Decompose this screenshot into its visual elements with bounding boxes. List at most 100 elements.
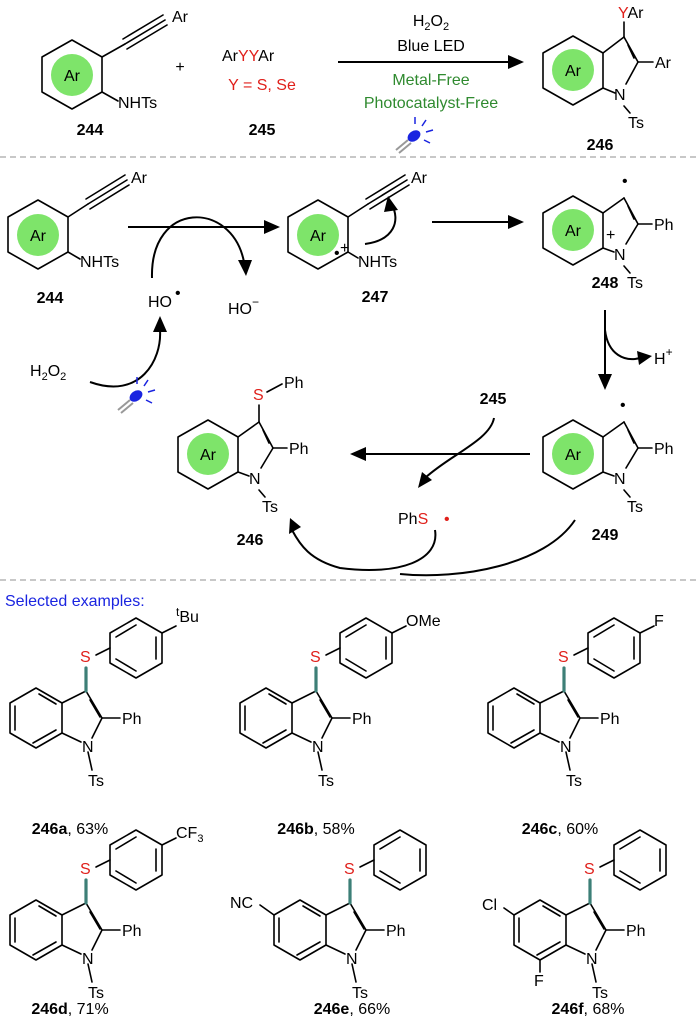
- svg-text:H2O2: H2O2: [413, 13, 449, 33]
- svg-text:S: S: [310, 649, 321, 666]
- example-246b: S OMe Ph N Ts 246b, 58%: [239, 613, 441, 838]
- svg-text:HO−: HO−: [228, 295, 259, 318]
- svg-text:S: S: [584, 861, 595, 878]
- svg-text:245: 245: [480, 391, 507, 408]
- reaction-arrow-conditions: H2O2 Blue LED Metal-Free Photocatalyst-F…: [338, 13, 524, 154]
- svg-text:S: S: [558, 649, 569, 666]
- svg-text:246c, 60%: 246c, 60%: [522, 821, 599, 838]
- svg-text:S: S: [80, 861, 91, 878]
- svg-text:•: •: [334, 245, 340, 262]
- svg-text:Ph: Ph: [122, 923, 142, 940]
- svg-text:CF3: CF3: [176, 825, 203, 845]
- svg-text:Ar: Ar: [411, 170, 428, 187]
- svg-text:Ts: Ts: [88, 985, 104, 1002]
- example-246a: S tBu Ph N Ts 246a, 63%: [9, 605, 199, 838]
- svg-text:NHTs: NHTs: [358, 254, 397, 271]
- svg-text:Ph: Ph: [626, 923, 646, 940]
- mechanism: Ar Ar NHTs 244 HO • HO− H2O2 Ar: [7, 170, 674, 577]
- mech-246: Ar S Ph Ph N Ts 246: [177, 375, 309, 549]
- example-246c: S F Ph N Ts 246c, 60%: [487, 613, 664, 838]
- svg-text:S: S: [80, 649, 91, 666]
- svg-text:246e, 66%: 246e, 66%: [314, 1001, 391, 1018]
- svg-text:•: •: [622, 173, 628, 190]
- svg-text:YAr: YAr: [618, 5, 644, 22]
- svg-text:246a, 63%: 246a, 63%: [32, 821, 109, 838]
- svg-text:244: 244: [77, 122, 104, 139]
- svg-text:Ph: Ph: [654, 217, 674, 234]
- svg-text:246f, 68%: 246f, 68%: [552, 1001, 625, 1018]
- svg-text:Photocatalyst-Free: Photocatalyst-Free: [364, 95, 498, 112]
- svg-text:Ph: Ph: [284, 375, 304, 392]
- svg-text:Ar: Ar: [565, 223, 582, 240]
- example-246d: S CF3 Ph N Ts 246d, 71%: [9, 825, 203, 1018]
- svg-text:Ph: Ph: [386, 923, 406, 940]
- svg-text:Ar: Ar: [172, 9, 189, 26]
- svg-text:Ph: Ph: [654, 441, 674, 458]
- svg-text:Ar: Ar: [30, 228, 47, 245]
- svg-text:246d, 71%: 246d, 71%: [31, 1001, 108, 1018]
- svg-text:N: N: [82, 739, 94, 756]
- svg-text:Ar: Ar: [565, 63, 582, 80]
- mech-244: Ar Ar NHTs 244: [7, 170, 148, 307]
- svg-text:244: 244: [37, 290, 64, 307]
- svg-text:Ts: Ts: [352, 985, 368, 1002]
- mech-249: Ar • Ph N Ts 249: [542, 397, 674, 544]
- svg-text:N: N: [614, 471, 626, 488]
- svg-text:F: F: [534, 973, 544, 990]
- svg-text:246: 246: [587, 137, 614, 154]
- svg-text:•: •: [175, 285, 181, 302]
- mech-248: Ar • + Ph N Ts 248: [542, 173, 674, 292]
- svg-text:Y = S, Se: Y = S, Se: [228, 77, 296, 94]
- product-246: Ar YAr Ar N Ts 246: [542, 5, 672, 154]
- svg-text:N: N: [614, 247, 626, 264]
- svg-text:Ph: Ph: [289, 441, 309, 458]
- svg-text:Ph: Ph: [122, 711, 142, 728]
- svg-text:246: 246: [237, 532, 264, 549]
- svg-text:Ts: Ts: [627, 499, 643, 516]
- svg-text:Ts: Ts: [262, 499, 278, 516]
- svg-text:H+: H+: [654, 345, 673, 368]
- svg-text:•: •: [444, 511, 450, 528]
- svg-text:F: F: [654, 613, 664, 630]
- svg-text:NHTs: NHTs: [118, 95, 157, 112]
- svg-text:Ph: Ph: [600, 711, 620, 728]
- svg-text:Cl: Cl: [482, 897, 497, 914]
- svg-text:S: S: [344, 861, 355, 878]
- substrate-244: Ar Ar NHTs 244: [41, 9, 189, 139]
- svg-text:NHTs: NHTs: [80, 254, 119, 271]
- svg-text:N: N: [586, 951, 598, 968]
- svg-text:249: 249: [592, 527, 619, 544]
- svg-text:PhS: PhS: [398, 511, 428, 528]
- svg-text:+: +: [340, 240, 349, 257]
- example-246e: NC S Ph N Ts 246e, 66%: [230, 829, 427, 1018]
- svg-text:ArYYAr: ArYYAr: [222, 48, 275, 65]
- svg-text:H2O2: H2O2: [30, 363, 66, 383]
- svg-text:245: 245: [249, 122, 276, 139]
- svg-text:Ar: Ar: [200, 447, 217, 464]
- svg-text:Ts: Ts: [318, 773, 334, 790]
- svg-text:Ar: Ar: [310, 228, 327, 245]
- blue-led-icon: [395, 116, 434, 154]
- svg-text:HO: HO: [148, 294, 172, 311]
- svg-text:N: N: [346, 951, 358, 968]
- svg-text:S: S: [253, 387, 264, 404]
- svg-text:Ts: Ts: [627, 275, 643, 292]
- svg-text:Blue LED: Blue LED: [397, 38, 465, 55]
- svg-text:tBu: tBu: [176, 605, 199, 626]
- blue-led-icon: [117, 376, 156, 414]
- svg-text:N: N: [312, 739, 324, 756]
- example-246f: Cl F S Ph N Ts 246f, 68%: [482, 829, 667, 1018]
- top-reaction: Ar Ar NHTs 244 + ArYYAr Y = S, Se 245 H2…: [41, 5, 672, 154]
- mech-247: Ar Ar • + NHTs 247: [287, 170, 428, 306]
- svg-text:Ph: Ph: [352, 711, 372, 728]
- svg-text:Ts: Ts: [592, 985, 608, 1002]
- svg-text:OMe: OMe: [406, 613, 441, 630]
- svg-text:246b, 58%: 246b, 58%: [277, 821, 354, 838]
- svg-text:Metal-Free: Metal-Free: [392, 72, 469, 89]
- svg-text:N: N: [249, 471, 261, 488]
- svg-text:Ar: Ar: [565, 447, 582, 464]
- svg-text:+: +: [175, 59, 184, 76]
- svg-text:NC: NC: [230, 895, 253, 912]
- svg-text:N: N: [82, 951, 94, 968]
- svg-text:•: •: [620, 397, 626, 414]
